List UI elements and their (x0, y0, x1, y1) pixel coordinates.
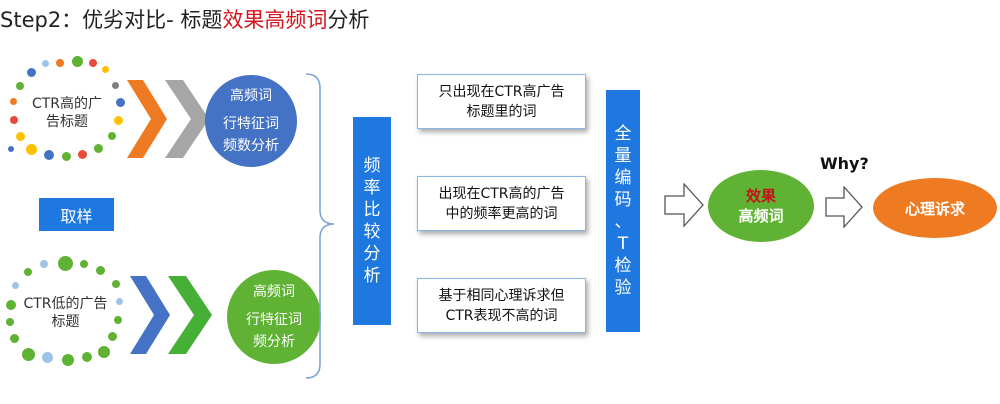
frequency-comparison-char: 析 (363, 266, 381, 286)
decor-dot (114, 316, 122, 324)
decor-dot (58, 256, 73, 271)
decor-dot (16, 82, 24, 90)
decor-dot (89, 59, 97, 67)
frequency-comparison-char: 较 (363, 222, 381, 242)
top-circle-line2: 行特征词 (223, 116, 279, 132)
decor-dot (40, 260, 48, 268)
ctr-low-title-label: CTR低的广告标题 (23, 296, 108, 330)
encoding-ttest-char: 、 (614, 212, 632, 232)
frequency-comparison-char: 分 (363, 244, 381, 264)
decor-dot (56, 59, 64, 67)
encoding-ttest-char: 验 (614, 278, 632, 298)
appeal-text: 心理诉求 (904, 199, 965, 218)
curly-brace (305, 73, 335, 379)
decor-dot (26, 144, 37, 155)
frequency-comparison-text: 频率比较分析 (364, 155, 381, 287)
decor-dot (10, 98, 17, 105)
top-circle-line3: 频数分析 (223, 138, 279, 154)
frequency-comparison-char: 比 (363, 200, 381, 220)
decor-dot (44, 150, 54, 160)
decor-dot (42, 352, 53, 363)
why-label: Why? (820, 154, 869, 173)
decor-dot (6, 318, 14, 326)
effect-oval-line1: 效果 (745, 187, 776, 205)
decor-dot (72, 56, 83, 67)
decor-dot (112, 280, 120, 288)
result-box-2-text: 出现在CTR高的广告中的频率更高的词 (438, 185, 565, 222)
encoding-ttest-char: 全 (614, 124, 632, 144)
orange-chevron-icon (127, 80, 167, 158)
encoding-ttest-char: 编 (614, 168, 632, 188)
decor-dot (108, 332, 117, 341)
top-chevron-arrows (127, 80, 209, 158)
decor-dot (10, 116, 18, 124)
hollow-arrow-1-icon (664, 183, 704, 227)
gray-chevron-icon (165, 80, 209, 158)
result-box-1-text: 只出现在CTR高广告标题里的词 (438, 83, 565, 120)
psychological-appeal-oval: 心理诉求 (873, 178, 997, 238)
frequency-comparison-bar: 频率比较分析 (353, 117, 391, 325)
encoding-ttest-char: 量 (614, 146, 632, 166)
frequency-comparison-char: 频 (363, 156, 381, 176)
hollow-arrow-2-icon (825, 186, 863, 228)
encoding-ttest-char: 检 (614, 256, 632, 276)
decor-dot (62, 354, 74, 366)
effect-high-freq-oval: 效果 高频词 (708, 170, 814, 242)
decor-dot (22, 348, 35, 361)
decor-dot (96, 266, 105, 275)
decor-dot (42, 60, 49, 67)
decor-dot (98, 346, 110, 358)
decor-dot (24, 268, 32, 276)
decor-dot (78, 150, 87, 159)
decor-dot (94, 144, 103, 153)
bottom-high-freq-circle: 高频词 行特征词 频分析 (227, 270, 321, 364)
result-box-2: 出现在CTR高的广告中的频率更高的词 (417, 176, 586, 231)
result-box-3: 基于相同心理诉求但CTR表现不高的词 (417, 278, 586, 333)
decor-dot (102, 66, 109, 73)
decor-dot (116, 298, 123, 305)
bottom-circle-line1: 高频词 (253, 284, 295, 300)
top-high-freq-circle: 高频词 行特征词 频数分析 (205, 75, 297, 167)
bottom-chevron-arrows (130, 276, 212, 354)
encoding-ttest-char: 码 (614, 190, 632, 210)
encoding-ttest-char: T (617, 234, 629, 254)
decor-dot (108, 132, 116, 140)
bottom-circle-line2: 行特征词 (246, 312, 302, 328)
decor-dot (10, 334, 19, 343)
frequency-comparison-char: 率 (363, 178, 381, 198)
result-box-1: 只出现在CTR高广告标题里的词 (417, 74, 586, 129)
ctr-high-title-cluster: CTR高的广告标题 (8, 56, 125, 168)
decor-dot (116, 98, 125, 107)
decor-dot (62, 152, 71, 161)
blue-chevron-icon (130, 276, 170, 354)
decor-dot (80, 260, 88, 268)
decor-dot (8, 146, 14, 152)
ctr-high-title-label: CTR高的广告标题 (31, 96, 103, 130)
bottom-circle-line3: 频分析 (253, 334, 295, 350)
ctr-low-title-cluster: CTR低的广告标题 (6, 256, 123, 368)
decor-dot (114, 116, 123, 125)
decor-dot (112, 82, 119, 89)
green-chevron-icon (168, 276, 212, 354)
decor-dot (16, 132, 25, 141)
decor-dot (12, 282, 19, 289)
decor-dot (6, 300, 16, 310)
decor-dot (27, 68, 36, 77)
sample-button: 取样 (39, 198, 114, 231)
page-title: Step2：优劣对比- 标题效果高频词分析 (0, 8, 370, 32)
decor-dot (82, 352, 92, 362)
result-box-3-text: 基于相同心理诉求但CTR表现不高的词 (438, 287, 565, 324)
top-circle-line1: 高频词 (230, 88, 272, 104)
effect-oval-line2: 高频词 (738, 207, 784, 225)
